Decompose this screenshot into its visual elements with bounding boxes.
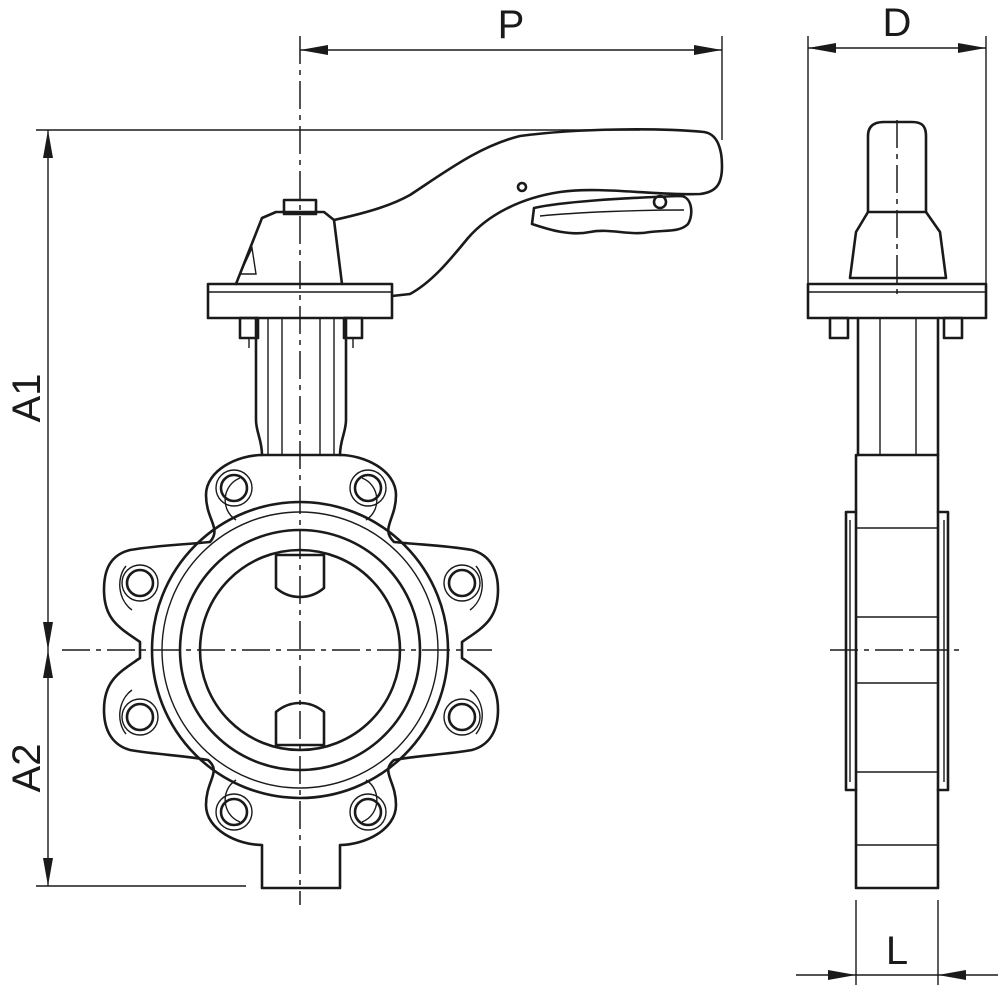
side-top-plate [806, 282, 988, 320]
side-view [806, 120, 988, 890]
handle-lever [332, 128, 724, 298]
handle-base [234, 210, 344, 286]
disc-hub-top [274, 553, 326, 599]
disc-hub-bottom [274, 701, 326, 747]
valve-body-outline [102, 453, 500, 890]
neck-inner [267, 318, 335, 455]
mounting-bolts [238, 316, 364, 348]
front-view [62, 36, 724, 905]
side-neck [856, 316, 940, 457]
bolt-holes [121, 469, 481, 831]
dimension-label-a1: A1 [5, 374, 49, 423]
dimension-label-d: D [883, 1, 912, 45]
side-handle-top [866, 120, 928, 214]
handle-pin [516, 181, 528, 193]
valve-neck [254, 316, 348, 457]
dimension-label-p: P [498, 3, 525, 47]
dimension-label-a2: A2 [5, 744, 49, 793]
dimension-lines [36, 36, 998, 985]
side-handle-base [848, 210, 948, 280]
side-body [854, 453, 940, 890]
handle-base-detail [238, 245, 257, 275]
stem-nut [282, 198, 318, 216]
side-liner [844, 510, 950, 792]
trigger-pin [652, 194, 668, 210]
dimension-label-l: L [886, 929, 908, 973]
handle-trigger [530, 194, 693, 235]
